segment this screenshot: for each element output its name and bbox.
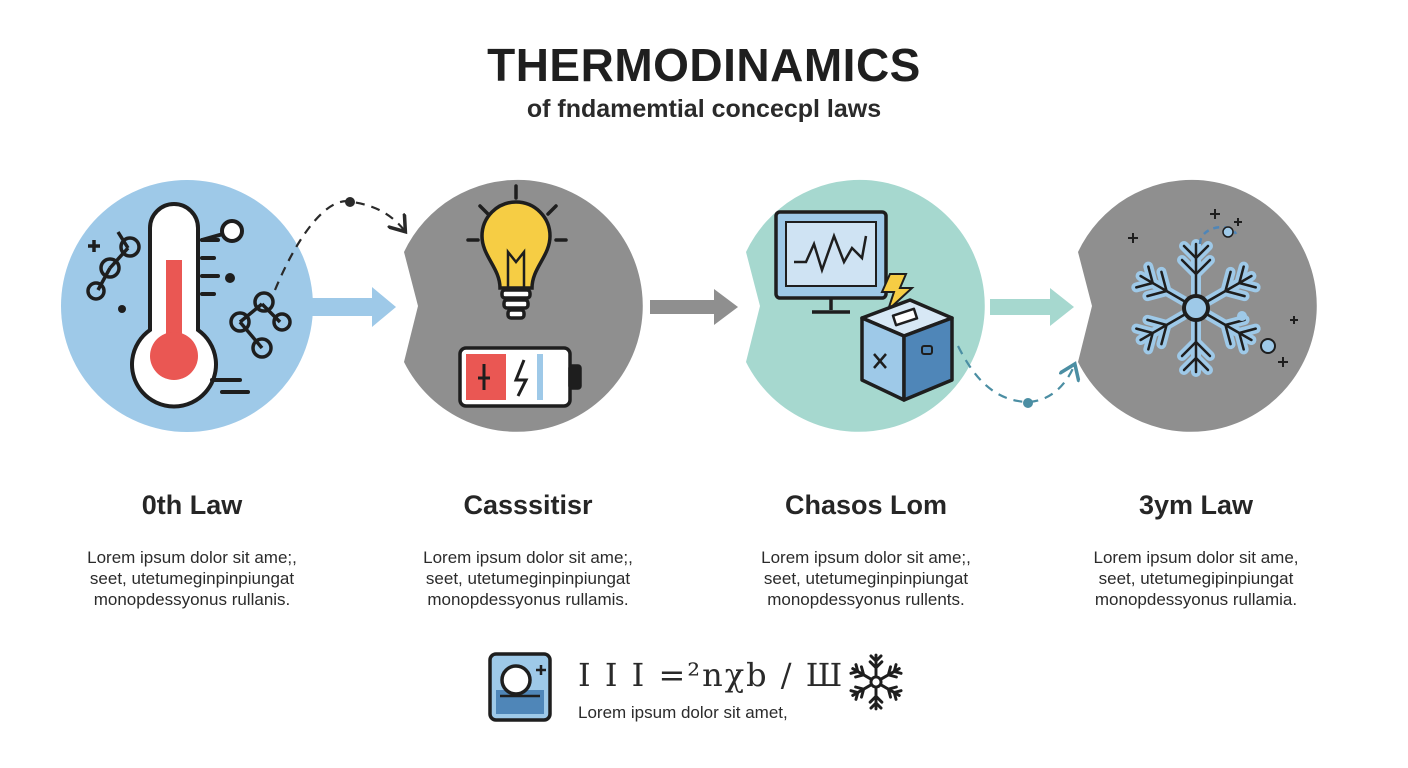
law-description: Lorem ipsum dolor sit ame;, seet, utetum…: [423, 548, 633, 609]
page-subtitle: of fndamemtial concecpl laws: [526, 95, 882, 123]
footer-snowflake-icon: [849, 653, 903, 711]
thermometer-icon: [130, 202, 250, 409]
law-description: Lorem ipsum dolor sit ame;, seet, utetum…: [87, 548, 297, 609]
battery-icon: [458, 346, 582, 408]
law-name: 0th Law: [141, 490, 243, 520]
footer-formula: I I I =²nχb / Ш: [578, 656, 845, 694]
flow-arrow-2: [650, 289, 738, 325]
law-card-casssitisr: Casssitisr Lorem ipsum dolor sit ame;, s…: [398, 490, 658, 610]
law-description: Lorem ipsum dolor sit ame, seet, utetume…: [1093, 548, 1299, 609]
monitor-icon: [774, 210, 888, 314]
curve-dot-2: [1023, 398, 1033, 408]
molecule-icon: [86, 231, 292, 359]
snow-dot-top: [1222, 226, 1234, 238]
law-description: Lorem ipsum dolor sit ame;, seet, utetum…: [761, 548, 971, 609]
lightbulb-icon: [466, 184, 568, 320]
footer-caption: Lorem ipsum dolor sit amet,: [578, 703, 788, 722]
snow-dot-right: [1237, 311, 1247, 321]
flow-arrow-1: [312, 287, 396, 327]
dashed-curve-arrow-2: [957, 345, 1074, 404]
snow-dashed-arc: [1198, 225, 1238, 245]
snowflake-outline: [1135, 242, 1257, 374]
lightning-icon: [880, 273, 915, 314]
law-card-chasos-lom: Chasos Lom Lorem ipsum dolor sit ame;, s…: [736, 490, 996, 610]
box-icon: [860, 298, 954, 402]
law-name: 3ym Law: [1138, 490, 1254, 520]
law-name: Chasos Lom: [784, 490, 948, 520]
flow-arrow-3: [990, 288, 1074, 326]
law-card-3ym-law: 3ym Law Lorem ipsum dolor sit ame, seet,…: [1066, 490, 1326, 610]
law-card-0th-law: 0th Law Lorem ipsum dolor sit ame;, seet…: [62, 490, 322, 610]
snow-dot-lower: [1260, 338, 1276, 354]
gauge-icon: [488, 652, 552, 722]
curve-dot-1: [345, 197, 355, 207]
page-title: THERMODINAMICS: [487, 39, 921, 91]
law-name: Casssitisr: [463, 490, 593, 520]
sparkle-icons: [1128, 209, 1298, 367]
